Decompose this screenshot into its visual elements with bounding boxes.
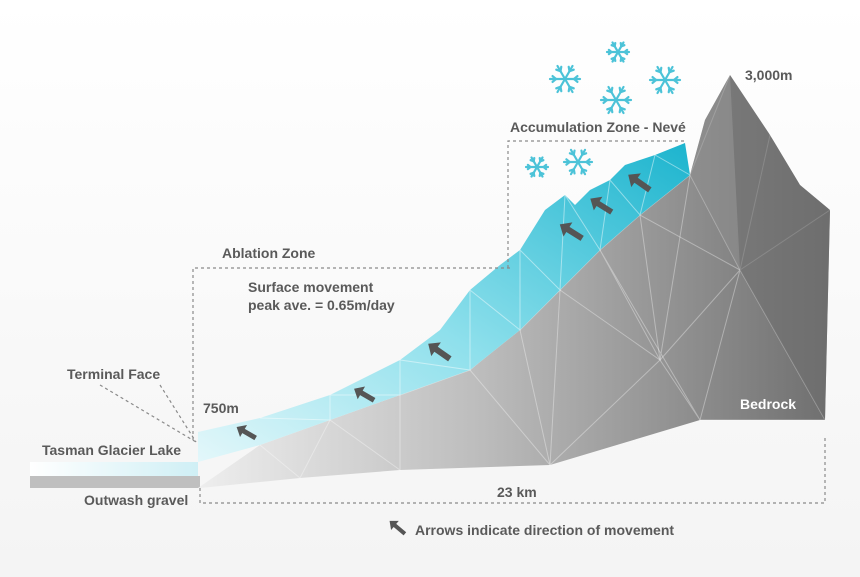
terminal-face-pointer-short <box>159 384 197 443</box>
ablation-zone-label: Ablation Zone <box>222 245 316 261</box>
bedrock-label: Bedrock <box>740 396 796 412</box>
lake-water <box>30 462 198 476</box>
length-label: 23 km <box>497 484 537 500</box>
snowflake-icon <box>605 41 631 63</box>
lake-label: Tasman Glacier Lake <box>42 442 181 458</box>
surface-movement-label-line2: peak ave. = 0.65m/day <box>248 297 395 313</box>
surface-movement-label-line1: Surface movement <box>248 279 374 295</box>
terminal-face-pointer <box>99 384 197 443</box>
bedrock-mass <box>198 75 830 488</box>
ablation-zone-bracket <box>192 267 512 440</box>
snowflake-icon <box>524 156 550 178</box>
length-bracket <box>199 435 826 504</box>
movement-arrow-icon <box>389 520 407 536</box>
legend-label: Arrows indicate direction of movement <box>415 522 674 538</box>
snowflake-icon <box>599 85 633 115</box>
peak-elevation-label: 3,000m <box>745 67 792 83</box>
snowflakes <box>524 41 682 178</box>
movement-arrow-icon <box>354 386 376 403</box>
movement-arrow-icon <box>559 222 584 241</box>
movement-arrows <box>236 173 652 441</box>
glacier-ice <box>198 143 690 462</box>
movement-arrow-icon <box>236 424 257 441</box>
movement-arrow-icon <box>590 196 614 215</box>
movement-arrow-icon <box>428 342 452 362</box>
outwash-label: Outwash gravel <box>84 492 188 508</box>
accumulation-zone-bracket <box>507 140 684 268</box>
snowflake-icon <box>648 65 682 95</box>
outwash-gravel <box>30 476 200 488</box>
legend: Arrows indicate direction of movement <box>389 520 674 538</box>
terminal-face-label: Terminal Face <box>67 366 160 382</box>
accumulation-zone-label: Accumulation Zone - Nevé <box>510 119 686 135</box>
rock-shade-right <box>730 75 830 420</box>
rock-shade-top <box>690 75 740 270</box>
snowflake-icon <box>562 148 594 176</box>
terminal-elevation-label: 750m <box>203 400 239 416</box>
snowflake-icon <box>548 64 582 94</box>
movement-arrow-icon <box>628 173 652 193</box>
